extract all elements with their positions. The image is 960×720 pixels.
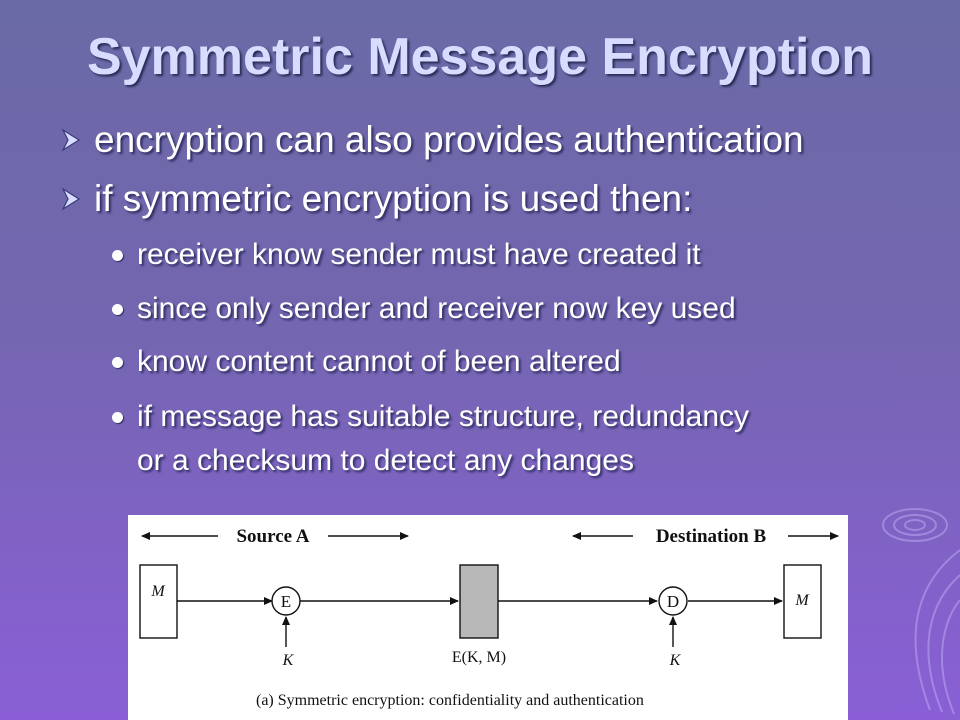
message-box-destination — [783, 564, 822, 639]
message-label-destination: M — [794, 592, 810, 609]
bullet-text: encryption can also provides authenticat… — [94, 119, 804, 160]
dot-bullet-icon — [112, 412, 123, 423]
encrypt-node-label: E — [281, 592, 291, 611]
decrypt-node — [658, 586, 688, 616]
slide-title: Symmetric Message Encryption — [86, 28, 874, 86]
source-label: Source A — [236, 526, 309, 547]
sub-bullet-text: receiver know sender must have created i… — [137, 238, 701, 271]
dot-bullet-icon — [112, 304, 123, 315]
arrow-bullet-icon — [61, 128, 81, 152]
ciphertext-block — [459, 564, 499, 639]
bullet-text: if symmetric encryption is used then: — [94, 178, 693, 219]
sub-bullet-text: or a checksum to detect any changes — [137, 444, 634, 477]
dot-bullet-icon — [112, 250, 123, 261]
sub-bullet-text: know content cannot of been altered — [137, 345, 621, 378]
decrypt-node-label: D — [667, 592, 679, 611]
message-label-source: M — [150, 583, 166, 600]
encrypt-node — [271, 586, 301, 616]
key-label-decrypt: K — [669, 652, 682, 669]
diagram-caption: (a) Symmetric encryption: confidentialit… — [256, 692, 644, 709]
encryption-diagram: Source A Destination B M M E E(K, M) D K… — [128, 515, 848, 720]
dot-bullet-icon — [112, 357, 123, 368]
key-label-encrypt: K — [282, 652, 295, 669]
ciphertext-label: E(K, M) — [452, 649, 506, 666]
destination-label: Destination B — [656, 526, 767, 547]
sub-bullet-text: since only sender and receiver now key u… — [137, 292, 736, 325]
decorative-swirl-icon — [882, 508, 960, 715]
message-box-source — [139, 564, 178, 639]
arrow-bullet-icon — [61, 187, 81, 211]
sub-bullet-text: if message has suitable structure, redun… — [137, 400, 749, 433]
